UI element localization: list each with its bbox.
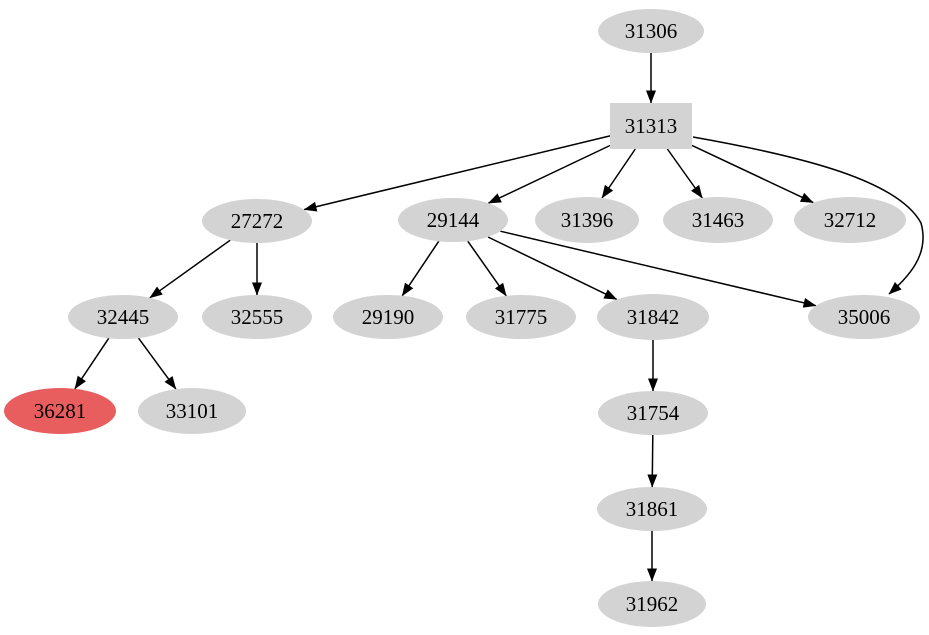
node-ellipse-shape <box>598 391 708 435</box>
node-35006: 35006 <box>808 295 920 339</box>
edges-layer <box>74 53 924 582</box>
nodes-layer: 31306 31313 27272 29144 31396 31463 32712 32445… <box>4 9 920 627</box>
node-label: 31313 <box>625 114 678 138</box>
node-31754: 31754 <box>598 391 708 435</box>
node-label: 31861 <box>626 497 679 521</box>
node-29144: 29144 <box>398 198 508 242</box>
node-31962: 31962 <box>598 581 706 627</box>
node-33101: 33101 <box>138 388 246 434</box>
node-label: 32712 <box>824 208 877 232</box>
node-label: 31842 <box>627 305 680 329</box>
node-31861: 31861 <box>597 487 707 531</box>
node-32712: 32712 <box>794 197 906 243</box>
node-ellipse-shape <box>794 197 906 243</box>
edge-29144-31842 <box>487 236 618 301</box>
edge-31313-32712 <box>691 144 814 204</box>
edge-31313-29144 <box>487 144 611 204</box>
node-ellipse-shape <box>4 388 116 434</box>
node-ellipse-shape <box>598 9 704 53</box>
edge-31313-27272 <box>303 135 611 212</box>
node-31306: 31306 <box>598 9 704 53</box>
node-ellipse-shape <box>202 295 312 339</box>
node-label: 31463 <box>692 208 745 232</box>
node-ellipse-shape <box>138 388 246 434</box>
node-label: 27272 <box>231 209 284 233</box>
node-ellipse-shape <box>68 295 178 339</box>
node-label: 36281 <box>34 399 87 423</box>
node-label: 32555 <box>231 305 284 329</box>
node-ellipse-shape <box>597 294 709 340</box>
edge-31313-31463 <box>666 148 703 199</box>
node-ellipse-shape <box>808 295 920 339</box>
edge-31313-31396 <box>601 148 636 199</box>
node-ellipse-shape <box>598 581 706 627</box>
edge-29144-35006 <box>500 230 817 308</box>
node-32445: 32445 <box>68 295 178 339</box>
node-31396: 31396 <box>535 197 639 243</box>
edge-27272-32445 <box>149 239 231 299</box>
node-label: 33101 <box>166 399 219 423</box>
node-ellipse-shape <box>202 199 312 243</box>
edge-29144-29190 <box>401 240 440 297</box>
node-label: 31396 <box>561 208 614 232</box>
edge-29144-31775 <box>467 240 507 297</box>
node-label: 31775 <box>495 305 548 329</box>
node-36281: 36281 <box>4 388 116 434</box>
node-label: 31306 <box>625 19 678 43</box>
node-ellipse-shape <box>466 295 576 339</box>
node-31463: 31463 <box>663 197 773 243</box>
node-29190: 29190 <box>333 295 443 339</box>
node-box-shape <box>610 103 692 149</box>
node-27272: 27272 <box>202 199 312 243</box>
node-ellipse-shape <box>663 197 773 243</box>
edge-31754-31861 <box>647 434 658 488</box>
node-label: 35006 <box>838 305 891 329</box>
node-label: 29190 <box>362 305 415 329</box>
node-31775: 31775 <box>466 295 576 339</box>
edge-32445-36281 <box>74 337 110 390</box>
node-ellipse-shape <box>398 198 508 242</box>
node-ellipse-shape <box>535 197 639 243</box>
node-label: 31962 <box>626 592 679 616</box>
node-ellipse-shape <box>333 295 443 339</box>
edge-31313-35006 <box>692 136 924 295</box>
node-31313: 31313 <box>610 103 692 149</box>
edge-32445-33101 <box>137 337 177 390</box>
node-31842: 31842 <box>597 294 709 340</box>
node-label: 29144 <box>427 208 480 232</box>
node-label: 32445 <box>97 305 150 329</box>
node-32555: 32555 <box>202 295 312 339</box>
node-ellipse-shape <box>597 487 707 531</box>
node-label: 31754 <box>627 401 680 425</box>
